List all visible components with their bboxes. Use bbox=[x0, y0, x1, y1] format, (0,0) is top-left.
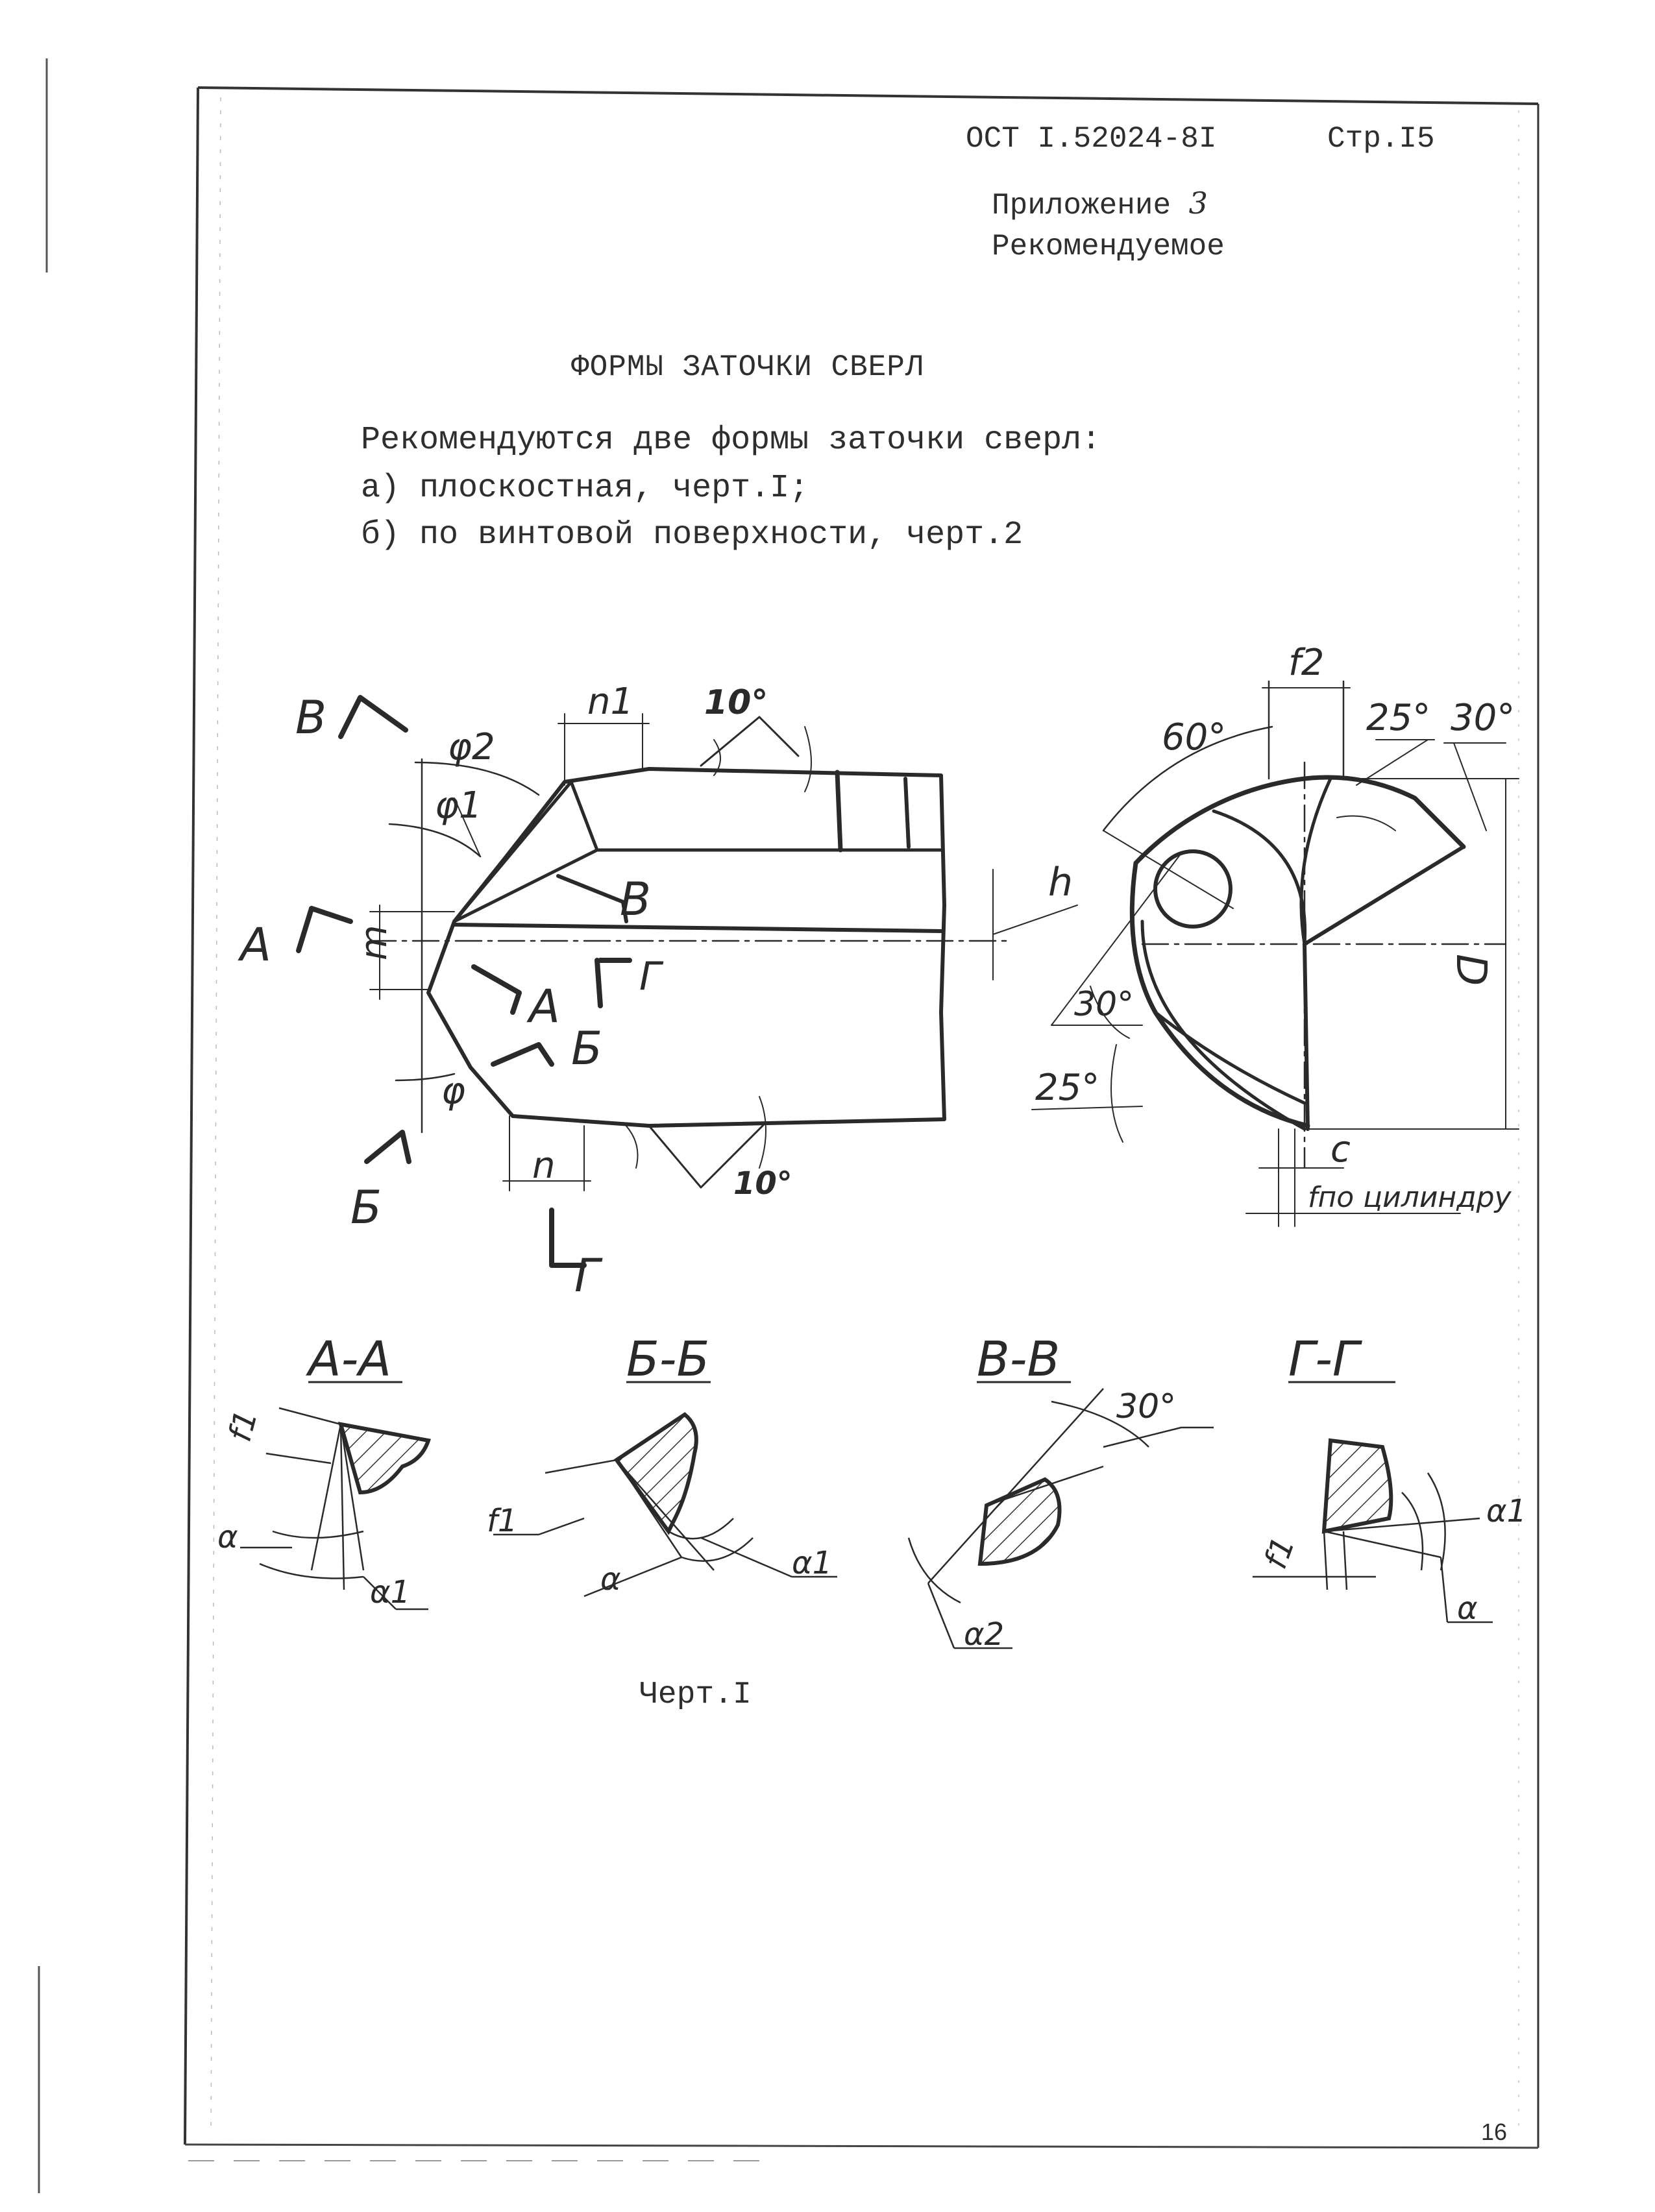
page-title: ФОРМЫ ЗАТОЧКИ СВЕРЛ bbox=[571, 350, 924, 384]
page-number: 16 bbox=[1481, 2119, 1508, 2145]
list-item-b: б) по винтовой поверхности, черт.2 bbox=[361, 517, 1024, 553]
label-f-cyl: fпо цилиндру bbox=[1308, 1181, 1512, 1214]
label-g-g-alpha1: α1 bbox=[1486, 1493, 1526, 1529]
label-mark-g-mid: Г bbox=[639, 954, 664, 999]
end-view-labels: f2 60° 25° 30° 30° 25° D c fпо цилиндру bbox=[1035, 642, 1515, 1214]
label-phi2: φ2 bbox=[448, 726, 495, 768]
section-v-v: В-В 30° α2 bbox=[907, 1331, 1214, 1653]
label-angle-30-top: 30° bbox=[1451, 697, 1515, 739]
label-b-b-f1: f1 bbox=[487, 1503, 517, 1539]
label-mark-g-bottom: Г bbox=[574, 1249, 603, 1302]
section-a-a: А-А f1 α α1 bbox=[217, 1331, 431, 1610]
page-label: Стр.I5 bbox=[1327, 122, 1435, 156]
label-n: n bbox=[532, 1145, 556, 1187]
label-a-a-alpha: α bbox=[217, 1519, 238, 1555]
figure-caption: Черт.I bbox=[639, 1677, 752, 1712]
label-mark-b-bottom: Б bbox=[350, 1181, 382, 1234]
label-mark-v-mid: В bbox=[620, 873, 651, 926]
label-mark-b-mid: Б bbox=[571, 1022, 602, 1075]
label-angle-25-top: 25° bbox=[1366, 697, 1430, 739]
label-n1: n1 bbox=[587, 681, 633, 723]
label-angle-25-left: 25° bbox=[1035, 1067, 1099, 1109]
label-mark-v-top: В bbox=[295, 691, 326, 744]
label-g-g-f1: f1 bbox=[1257, 1532, 1302, 1574]
appendix-number: 3 bbox=[1188, 186, 1208, 221]
label-m: m bbox=[353, 925, 395, 960]
label-angle-top: 10° bbox=[704, 683, 768, 722]
label-mark-a-mid: А bbox=[526, 980, 560, 1033]
label-phi1: φ1 bbox=[435, 784, 482, 827]
drill-side-view bbox=[296, 695, 1078, 1268]
label-mark-a-left: А bbox=[238, 918, 271, 971]
section-title-g-g: Г-Г bbox=[1288, 1331, 1363, 1387]
drill-end-view bbox=[1031, 680, 1519, 1227]
list-item-a: а) плоскостная, черт.I; bbox=[361, 470, 809, 507]
label-angle-30-left: 30° bbox=[1074, 985, 1134, 1024]
label-v-v-angle-30: 30° bbox=[1116, 1387, 1176, 1426]
label-angle-bottom: 10° bbox=[733, 1165, 792, 1202]
label-phi: φ bbox=[441, 1070, 465, 1112]
label-v-v-alpha2: α2 bbox=[964, 1616, 1004, 1653]
label-a-a-f1: f1 bbox=[222, 1406, 265, 1445]
section-g-g: Г-Г α1 f1 α bbox=[1253, 1331, 1526, 1627]
label-diameter: D bbox=[1447, 954, 1495, 986]
label-b-b-alpha: α bbox=[600, 1561, 621, 1598]
label-b-b-alpha1: α1 bbox=[792, 1545, 832, 1581]
section-title-v-v: В-В bbox=[977, 1331, 1060, 1387]
appendix-label: Приложение 3 bbox=[992, 186, 1208, 223]
appendix-label-text: Приложение bbox=[992, 189, 1171, 223]
section-b-b: Б-Б f1 α α1 bbox=[487, 1331, 837, 1598]
side-view-labels: В А Б Г В А Б Г φ2 φ1 φ n1 n m h 10° 10° bbox=[238, 681, 1073, 1302]
label-f2: f2 bbox=[1288, 642, 1324, 684]
label-g-g-alpha: α bbox=[1457, 1590, 1478, 1627]
label-a-a-alpha1: α1 bbox=[370, 1574, 410, 1610]
appendix-status: Рекомендуемое bbox=[992, 230, 1225, 263]
section-title-a-a: А-А bbox=[306, 1331, 391, 1387]
section-title-b-b: Б-Б bbox=[626, 1331, 709, 1387]
label-c: c bbox=[1330, 1128, 1351, 1171]
label-angle-60: 60° bbox=[1162, 716, 1226, 759]
label-h: h bbox=[1048, 860, 1073, 905]
intro-text: Рекомендуются две формы заточки сверл: bbox=[361, 422, 1101, 459]
document-code: ОСТ I.52024-8I bbox=[966, 122, 1217, 156]
